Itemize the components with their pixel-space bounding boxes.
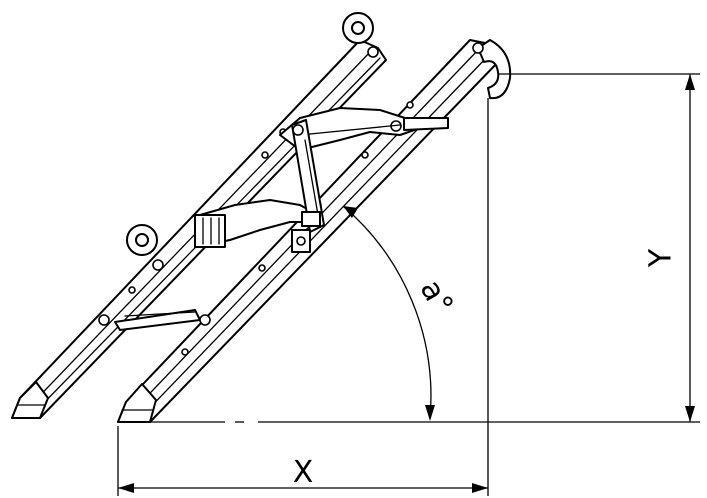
brace-arm <box>291 119 325 253</box>
upper-bracket <box>279 107 449 151</box>
angle-label: a° <box>413 274 460 320</box>
angle-arrow-bottom <box>425 405 435 421</box>
y-arrow-top <box>685 74 695 90</box>
x-arrow-right <box>472 483 488 493</box>
angle-dimension: a° <box>342 205 460 421</box>
lower-bracket <box>194 199 319 248</box>
y-arrow-bottom <box>685 406 695 422</box>
rear-top-hook <box>342 12 379 58</box>
y-dimension: Y <box>498 73 700 422</box>
x-dimension: X <box>117 98 489 496</box>
x-label: X <box>293 455 314 490</box>
y-label: Y <box>644 248 679 268</box>
rear-lower-hook <box>126 224 164 271</box>
angle-arrow-top <box>343 206 358 218</box>
front-top-hook <box>472 39 512 100</box>
rear-foot <box>11 381 49 419</box>
x-arrow-left <box>118 483 134 493</box>
